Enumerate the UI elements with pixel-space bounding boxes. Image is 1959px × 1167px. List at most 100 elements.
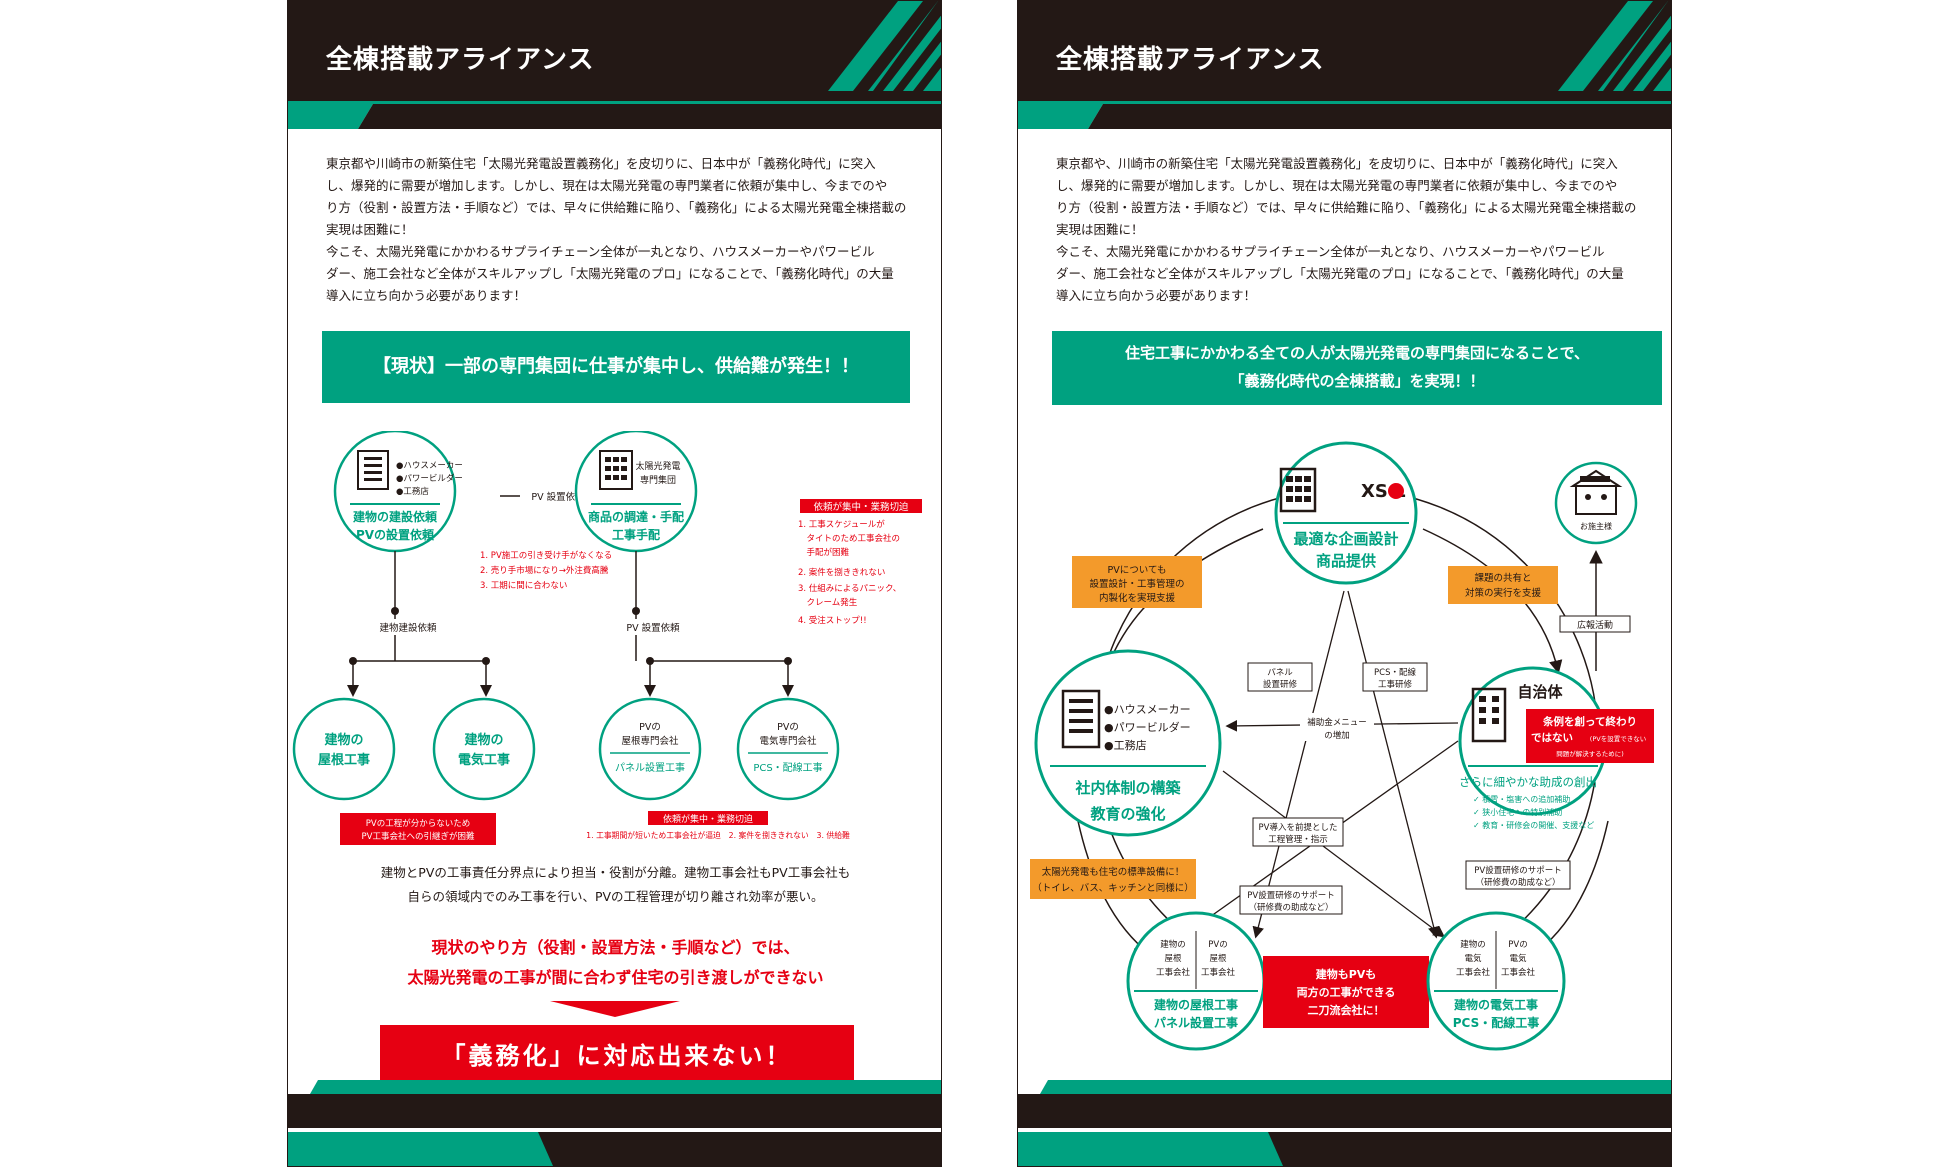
building-icon xyxy=(1471,687,1507,743)
svg-text:PVの設置依頼: PVの設置依頼 xyxy=(356,527,435,542)
pv-elec-circle: PVの 電気専門会社 PCS・配線工事 xyxy=(736,697,840,801)
svg-text:広報活動: 広報活動 xyxy=(1577,619,1613,631)
svg-text:条例を創って終わり: 条例を創って終わり xyxy=(1542,715,1637,728)
svg-text:太陽光発電も住宅の標準設備に！: 太陽光発電も住宅の標準設備に！ xyxy=(1042,866,1185,878)
svg-text:の増加: の増加 xyxy=(1324,730,1350,741)
svg-text:屋根専門会社: 屋根専門会社 xyxy=(621,735,679,747)
svg-text:商品提供: 商品提供 xyxy=(1316,552,1376,570)
svg-text:クレーム発生: クレーム発生 xyxy=(798,597,858,608)
building-icon xyxy=(357,450,389,490)
left-page: 全棟搭載アライアンス 東京都や川崎市の新築住宅「太陽光発電設置義務化」を皮切りに… xyxy=(287,0,942,1167)
svg-text:（研修費の助成など）: （研修費の助成など） xyxy=(1248,902,1333,913)
svg-text:お施主様: お施主様 xyxy=(1580,521,1612,531)
svg-text:さらに細やかな助成の創出: さらに細やかな助成の創出 xyxy=(1459,775,1597,789)
conclusion-text: 現状のやり方（役割・設置方法・手順など）では、太陽光発電の工事が間に合わず住宅の… xyxy=(407,938,824,987)
svg-text:PV導入を前提とした: PV導入を前提とした xyxy=(1259,822,1338,833)
alliance-diagram: XS L 最適な企画設計 商品提供 PVについても 設置設計・工事管理の 内製化… xyxy=(1030,441,1654,1051)
goal-banner: 住宅工事にかかわる全ての人が太陽光発電の専門集団になることで、「義務化時代の全棟… xyxy=(1052,331,1662,405)
pv-roof-circle: PVの 屋根専門会社 パネル設置工事 xyxy=(598,697,702,801)
svg-text:（研修費の助成など）: （研修費の助成など） xyxy=(1475,877,1560,888)
svg-text:●工務店: ●工務店 xyxy=(1104,738,1147,752)
building-icon xyxy=(1061,689,1101,749)
down-arrow-icon xyxy=(550,1001,680,1017)
svg-text:建物の: 建物の xyxy=(324,732,363,748)
svg-text:3. 工期に間に合わない: 3. 工期に間に合わない xyxy=(480,580,567,591)
svg-text:2. 売り手市場になり→外注費高騰: 2. 売り手市場になり→外注費高騰 xyxy=(480,565,609,576)
svg-text:依頼が集中・業務切迫: 依頼が集中・業務切迫 xyxy=(663,813,753,825)
page-title: 全棟搭載アライアンス xyxy=(326,45,595,75)
svg-text:パネル設置工事: パネル設置工事 xyxy=(615,761,685,774)
svg-text:ではない: ではない xyxy=(1531,732,1573,744)
footer-bar xyxy=(1018,1080,1671,1166)
svg-text:パネル設置工事: パネル設置工事 xyxy=(1154,1015,1238,1030)
svg-text:課題の共有と: 課題の共有と xyxy=(1474,572,1531,584)
header-stripes xyxy=(828,1,941,91)
svg-text:屋根: 屋根 xyxy=(1164,953,1182,964)
header-band xyxy=(1018,101,1671,129)
svg-text:1. 工事期間が短いため工事会社が逼迫 2. 案件を捌ききれ: 1. 工事期間が短いため工事会社が逼迫 2. 案件を捌ききれない 3. 供給難 xyxy=(586,830,850,840)
footer-bar xyxy=(288,1080,941,1166)
svg-text:建物の建設依頼: 建物の建設依頼 xyxy=(352,509,438,524)
svg-text:補助金メニュー: 補助金メニュー xyxy=(1307,717,1367,728)
svg-text:✓ 教育・研修会の開催、支援など: ✓ 教育・研修会の開催、支援など xyxy=(1473,820,1594,830)
svg-text:両方の工事ができる: 両方の工事ができる xyxy=(1297,985,1396,999)
svg-text:PVの: PVの xyxy=(1508,940,1527,950)
svg-text:工事手配: 工事手配 xyxy=(612,527,660,542)
svg-text:電気: 電気 xyxy=(1464,953,1482,964)
svg-text:建物の: 建物の xyxy=(1460,939,1486,950)
svg-text:PV 設置依頼: PV 設置依頼 xyxy=(626,622,680,634)
cta-box: 「義務化」に対応出来ない！ xyxy=(380,1025,854,1087)
svg-text:工事研修: 工事研修 xyxy=(1378,679,1413,690)
svg-text:✓ 狭小住宅への特別補助: ✓ 狭小住宅への特別補助 xyxy=(1473,807,1562,817)
svg-text:●パワービルダー: ●パワービルダー xyxy=(1104,720,1191,734)
svg-text:PCS・配線工事: PCS・配線工事 xyxy=(753,761,822,774)
svg-text:PVについても: PVについても xyxy=(1108,565,1167,576)
header-bar xyxy=(1018,1,1671,101)
summary-text: 建物とPVの工事責任分界点により担当・役割が分離。建物工事会社もPV工事会社も自… xyxy=(380,865,851,904)
svg-text:二刀流会社に！: 二刀流会社に！ xyxy=(1308,1003,1385,1017)
svg-text:電気: 電気 xyxy=(1509,953,1527,964)
svg-text:PV 設置依頼: PV 設置依頼 xyxy=(531,491,585,503)
xsol-logo-dot xyxy=(1388,483,1404,499)
status-banner: 【現状】一部の専門集団に仕事が集中し、供給難が発生！！ xyxy=(322,331,910,403)
svg-text:PVの工程が分からないため: PVの工程が分からないため xyxy=(366,818,470,829)
header-stripes xyxy=(1558,1,1671,91)
svg-text:電気専門会社: 電気専門会社 xyxy=(759,735,817,747)
svg-text:パネル: パネル xyxy=(1267,668,1293,678)
svg-text:●ハウスメーカー: ●ハウスメーカー xyxy=(1104,703,1191,716)
svg-text:屋根工事: 屋根工事 xyxy=(318,752,370,768)
svg-text:手配が困難: 手配が困難 xyxy=(798,547,850,558)
current-flow-diagram: ●ハウスメーカー ●パワービルダー ●工務店 建物の建設依頼 PVの設置依頼 P… xyxy=(292,431,922,845)
client-circle: ●ハウスメーカー ●パワービルダー ●工務店 建物の建設依頼 PVの設置依頼 xyxy=(333,431,463,553)
header-bar xyxy=(288,1,941,101)
roof-work-circle: 建物の 屋根工事 xyxy=(292,697,396,801)
svg-text:PCS・配線: PCS・配線 xyxy=(1374,667,1416,678)
svg-text:工事会社: 工事会社 xyxy=(1501,967,1536,978)
svg-text:●工務店: ●工務店 xyxy=(396,486,429,497)
svg-text:建物の屋根工事: 建物の屋根工事 xyxy=(1153,997,1238,1012)
svg-text:建物の: 建物の xyxy=(1160,939,1186,950)
svg-text:✓ 積雪・塩害への追加補助: ✓ 積雪・塩害への追加補助 xyxy=(1473,794,1570,804)
header-band xyxy=(288,101,941,129)
intro-text: 東京都や川崎市の新築住宅「太陽光発電設置義務化」を皮切りに、日本中が「義務化時代… xyxy=(326,156,907,303)
page-title: 全棟搭載アライアンス xyxy=(1056,45,1325,75)
elec-company-circle: 建物の 電気 工事会社 PVの 電気 工事会社 建物の電気工事 PCS・配線工事 xyxy=(1426,911,1566,1051)
svg-text:教育の強化: 教育の強化 xyxy=(1089,805,1165,823)
specialist-circle: 太陽光発電 専門集団 商品の調達・手配 工事手配 xyxy=(574,431,698,553)
roof-company-circle: 建物の 屋根 工事会社 PVの 屋根 工事会社 建物の屋根工事 パネル設置工事 xyxy=(1126,911,1266,1051)
svg-text:電気工事: 電気工事 xyxy=(458,752,510,768)
svg-text:建物もPVも: 建物もPVも xyxy=(1316,967,1377,981)
svg-text:PV工事会社への引継ぎが困難: PV工事会社への引継ぎが困難 xyxy=(362,831,475,842)
intro-text: 東京都や、川崎市の新築住宅「太陽光発電設置義務化」を皮切りに、日本中が「義務化時… xyxy=(1056,156,1637,303)
svg-text:設置研修: 設置研修 xyxy=(1263,679,1298,690)
building-icon xyxy=(1279,467,1317,513)
right-page: 全棟搭載アライアンス 東京都や、川崎市の新築住宅「太陽光発電設置義務化」を皮切り… xyxy=(1017,0,1672,1167)
svg-text:工事会社: 工事会社 xyxy=(1456,967,1491,978)
svg-text:●ハウスメーカー: ●ハウスメーカー xyxy=(396,461,463,471)
svg-text:PV設置研修のサポート: PV設置研修のサポート xyxy=(1474,865,1561,876)
homeowner-circle: お施主様 xyxy=(1554,461,1638,545)
svg-text:PVの: PVの xyxy=(639,722,661,733)
svg-text:商品の調達・手配: 商品の調達・手配 xyxy=(588,509,684,524)
svg-text:対策の実行を支援: 対策の実行を支援 xyxy=(1465,587,1542,599)
house-icon xyxy=(1569,469,1623,515)
